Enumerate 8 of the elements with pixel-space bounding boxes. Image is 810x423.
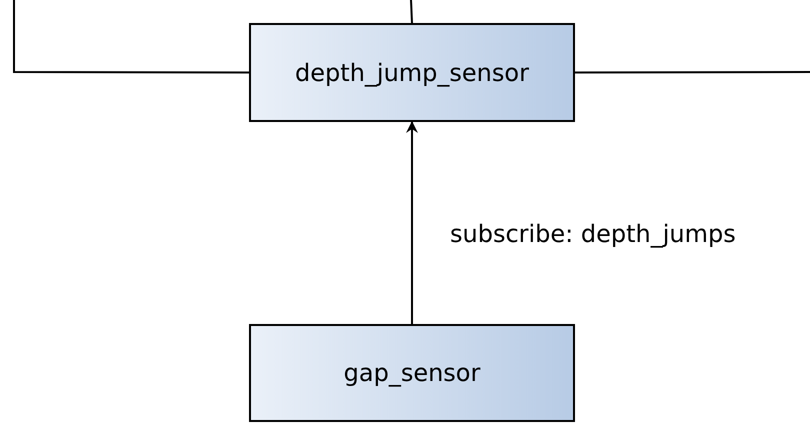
node-label: depth_jump_sensor — [295, 58, 529, 86]
connector-line — [410, 0, 413, 24]
node-label: gap_sensor — [344, 359, 480, 387]
process-box — [249, 324, 575, 422]
arrow — [406, 121, 418, 324]
process-box — [249, 23, 575, 122]
connector-line — [575, 71, 810, 74]
connector-line — [13, 0, 249, 74]
